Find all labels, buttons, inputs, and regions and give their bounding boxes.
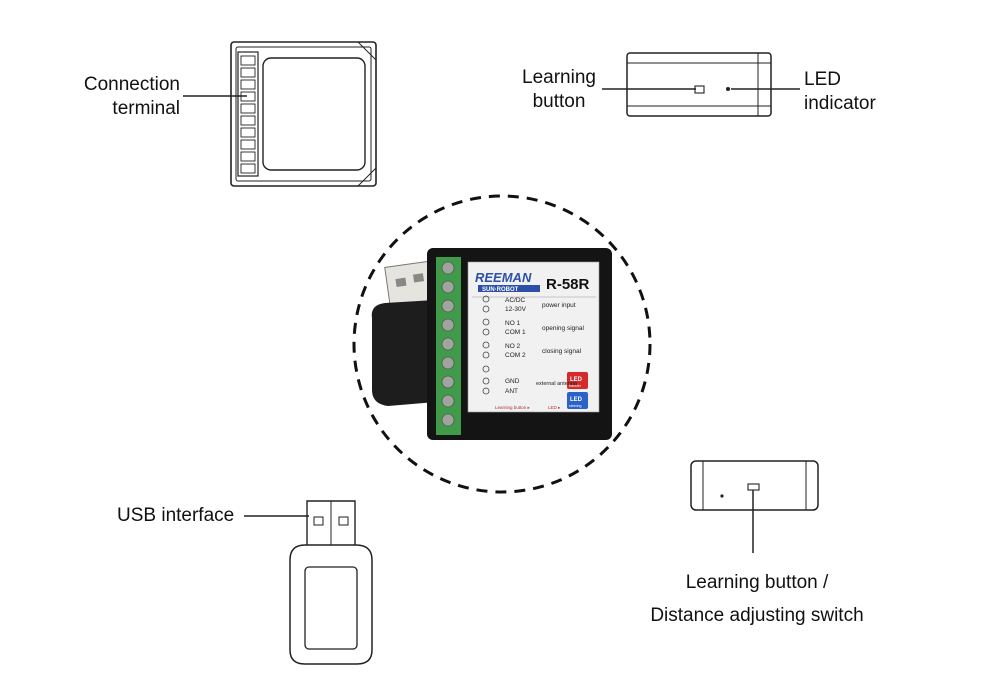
pin-4-desc: external antenna: [536, 381, 578, 387]
brand-sub-bar: [478, 285, 540, 292]
pin-1-desc: power input: [542, 302, 576, 309]
learning-button-line1: Learning: [522, 67, 596, 88]
device-side-view-top: [602, 52, 800, 117]
led-red-sub: transfer: [569, 384, 582, 388]
pin-3-line1: NO 2: [505, 343, 521, 350]
learning-distance-label: Learning button / Distance adjusting swi…: [632, 566, 882, 632]
device-top-view: [183, 41, 377, 187]
usb-adapter-drawing: [244, 500, 373, 665]
pin-2-line1: NO 1: [505, 320, 521, 327]
led-red-title: LED: [570, 377, 583, 383]
led-blue-title: LED: [570, 397, 583, 403]
led-indicator-label: LED indicator: [804, 68, 904, 116]
terminal-screw-heads: [441, 261, 455, 427]
led-indicator-line1: LED: [804, 69, 841, 90]
device-side-view-bottom: [690, 460, 819, 553]
connection-terminal-line2: terminal: [112, 98, 180, 119]
brand-sub: SUN·ROBOT: [482, 287, 519, 293]
led-badge-red: [567, 372, 588, 389]
led-indicator-line2: indicator: [804, 93, 876, 114]
highlight-dashed-circle: [352, 194, 652, 494]
connection-terminal-label: Connection terminal: [62, 73, 180, 121]
pin-2-line2: COM 1: [505, 329, 526, 336]
pin-3-line2: COM 2: [505, 352, 526, 359]
footer-learning: Learning button ▸: [495, 405, 531, 410]
footer-led: LED ▸: [548, 405, 561, 410]
brand-name: REEMAN: [475, 270, 532, 285]
learning-distance-line2: Distance adjusting switch: [650, 605, 864, 626]
model-name: R-58R: [546, 276, 590, 293]
led-blue-sub: steering: [569, 404, 582, 408]
terminal-screws: [240, 55, 256, 174]
connection-terminal-line1: Connection: [83, 74, 180, 95]
led-badge-blue: [567, 392, 588, 409]
pin-4-line2: ANT: [505, 388, 518, 395]
usb-interface-label: USB interface: [117, 505, 235, 526]
pin-3-desc: closing signal: [542, 348, 582, 355]
pin-4-line1: GND: [505, 378, 520, 385]
learning-button-label: Learning button: [512, 66, 606, 114]
pin-1-line2: 12-30V: [505, 306, 527, 313]
led-dot: [726, 87, 730, 91]
pin-1-line1: AC/DC: [505, 297, 526, 304]
learning-button-line2: button: [532, 91, 586, 112]
pin-2-desc: opening signal: [542, 325, 584, 332]
learning-distance-line1: Learning button /: [685, 572, 829, 593]
